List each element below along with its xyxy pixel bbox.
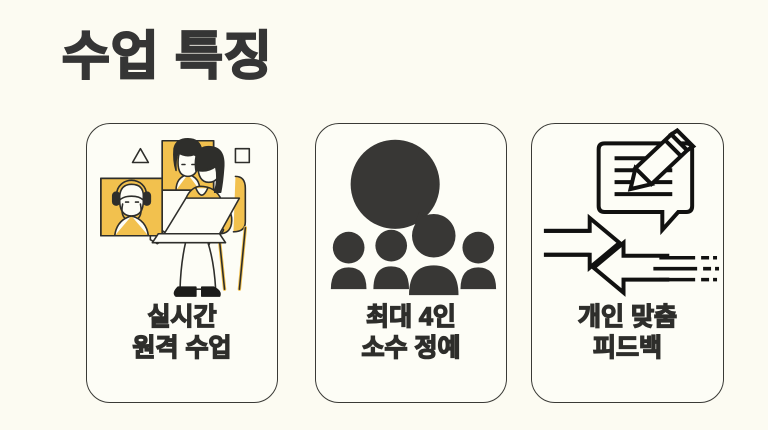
square-outline (234, 147, 251, 164)
caption-line-1: 최대 4인 (365, 302, 456, 331)
video-tile-man-headphones (100, 177, 163, 237)
pencil (627, 127, 697, 192)
arrow-right (543, 213, 623, 272)
feature-card-list: 실시간 원격 수업 (0, 123, 768, 405)
feature-card-small-group-class[interactable]: 최대 4인 소수 정예 (315, 123, 507, 403)
note-pencil-and-arrows-icon (532, 124, 723, 299)
person-silhouette-2 (373, 229, 410, 290)
person-silhouette-1 (330, 231, 367, 290)
caption-line-2: 피드백 (592, 333, 662, 362)
caption-line-1: 실시간 (147, 302, 217, 331)
card-caption: 최대 4인 소수 정예 (316, 302, 506, 364)
feature-card-live-remote-class[interactable]: 실시간 원격 수업 (86, 123, 278, 403)
remote-class-illustration (87, 124, 277, 299)
feature-card-personal-feedback[interactable]: 개인 맞춤 피드백 (531, 123, 724, 403)
speech-bubble-and-people-icon (316, 124, 506, 299)
page-title: 수업 특징 (61, 27, 273, 87)
arrow-left (590, 238, 670, 297)
caption-line-1: 개인 맞춤 (577, 302, 677, 331)
person-silhouette-4 (460, 231, 497, 290)
triangle-outline (131, 147, 150, 164)
motion-lines (653, 255, 720, 282)
card-caption: 실시간 원격 수업 (87, 302, 277, 364)
card-caption: 개인 맞춤 피드백 (532, 302, 723, 364)
caption-line-2: 원격 수업 (132, 333, 232, 362)
caption-line-2: 소수 정예 (361, 333, 461, 362)
woman-with-laptop (151, 145, 241, 297)
person-silhouette-3 (409, 213, 459, 296)
